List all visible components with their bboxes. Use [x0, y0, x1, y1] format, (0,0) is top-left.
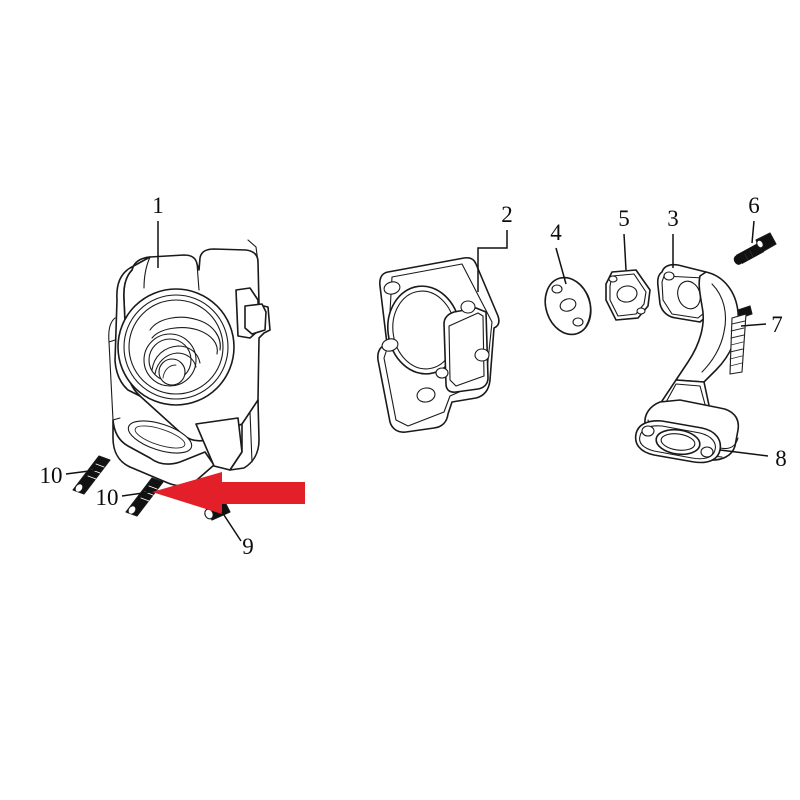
leader-5	[623, 233, 627, 271]
callout-label-5: 5	[618, 206, 630, 231]
callout-label-9: 9	[242, 534, 254, 559]
callout-label-1: 1	[152, 193, 164, 218]
callout-labels: 1 2 3 4 5 6 7 8 9 10 10	[40, 193, 787, 559]
part-1-cylinder-body[interactable]	[108, 239, 271, 487]
callout-label-2: 2	[501, 202, 513, 227]
leader-7	[740, 323, 767, 327]
part-8-exhaust-gasket[interactable]	[634, 420, 722, 464]
callout-label-10-upper: 10	[40, 463, 63, 488]
leader-10a	[65, 469, 98, 475]
part-4-carburetor-insulator[interactable]	[538, 272, 598, 341]
leader-2	[477, 230, 508, 292]
leader-8	[719, 449, 769, 457]
callout-label-6: 6	[748, 193, 760, 218]
callout-label-4: 4	[550, 220, 562, 245]
part-7-manifold-screw[interactable]	[729, 305, 753, 375]
callout-leaders	[65, 220, 769, 542]
part-2-cylinder-gasket[interactable]	[377, 256, 500, 433]
callout-label-8: 8	[775, 446, 787, 471]
part-6-flange-bolt[interactable]	[732, 232, 777, 266]
leader-9	[221, 511, 242, 542]
red-highlight-arrow	[152, 472, 305, 514]
leader-10b	[121, 491, 151, 497]
leader-6	[751, 220, 755, 244]
part-5-insulator-gasket[interactable]	[605, 269, 651, 321]
leader-4	[555, 247, 567, 285]
callout-label-7: 7	[771, 312, 783, 337]
part-10-cylinder-stud-upper[interactable]	[72, 455, 111, 495]
callout-label-10-lower: 10	[96, 485, 119, 510]
callout-label-3: 3	[667, 206, 679, 231]
